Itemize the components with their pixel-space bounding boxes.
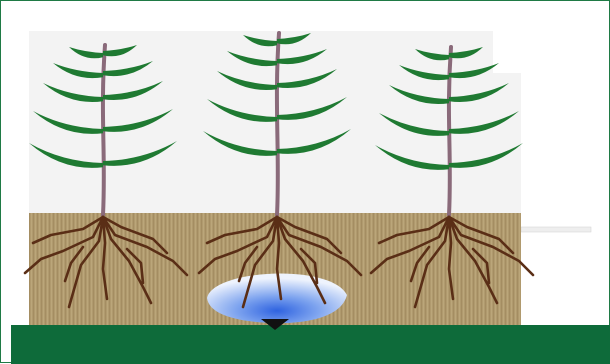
side-panel-line <box>521 227 591 232</box>
side-panel-top <box>493 23 595 73</box>
ground-band <box>11 325 610 364</box>
